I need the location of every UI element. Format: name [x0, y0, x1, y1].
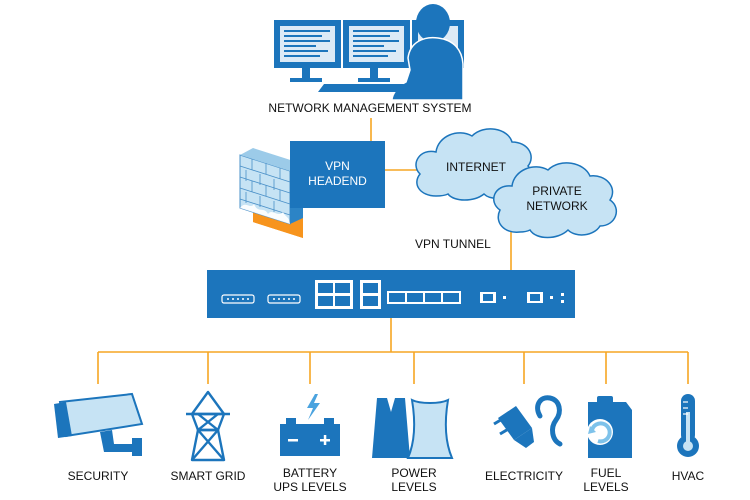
- vpn-headend-label: VPN HEADEND: [290, 159, 385, 189]
- endpoint-label-line2: LEVELS: [583, 480, 629, 494]
- endpoint-label-line1: SMART GRID: [170, 469, 246, 483]
- power-plant-icon: [372, 398, 454, 459]
- battery-icon: [280, 394, 340, 456]
- router-icon: [207, 270, 575, 318]
- endpoint-label: HVAC: [663, 469, 713, 483]
- vpn-tunnel-label: VPN TUNNEL: [415, 237, 491, 251]
- endpoint-label-line2: LEVELS: [391, 480, 437, 494]
- camera-icon: [54, 392, 144, 456]
- firewall-icon: [239, 148, 303, 238]
- operator-icon: [318, 4, 464, 101]
- connector-lines: [97, 118, 689, 384]
- plug-icon: [493, 395, 563, 448]
- vpn-headend-line1: VPN: [325, 159, 350, 173]
- private-network-label: PRIVATE NETWORK: [512, 184, 602, 214]
- endpoint-label: SECURITY: [58, 469, 138, 483]
- fuel-can-icon: [587, 396, 632, 458]
- private-network-line1: PRIVATE: [532, 184, 582, 198]
- endpoint-label: POWER LEVELS: [374, 466, 454, 494]
- endpoint-label-line2: UPS LEVELS: [273, 480, 347, 494]
- endpoint-label: FUEL LEVELS: [576, 466, 636, 494]
- vpn-headend-line2: HEADEND: [308, 174, 367, 188]
- cloud-icon: [415, 128, 618, 239]
- endpoint-label-line1: ELECTRICITY: [484, 469, 563, 483]
- endpoint-label-line1: POWER: [391, 466, 437, 480]
- nms-label: NETWORK MANAGEMENT SYSTEM: [268, 101, 472, 115]
- endpoint-label-line1: BATTERY: [282, 466, 338, 480]
- endpoint-label: ELECTRICITY: [479, 469, 569, 483]
- endpoint-label: BATTERY UPS LEVELS: [265, 466, 355, 494]
- endpoint-label: SMART GRID: [163, 469, 253, 483]
- internet-label: INTERNET: [446, 160, 506, 174]
- vpn-headend-box: [290, 141, 385, 208]
- tower-icon: [186, 390, 230, 462]
- endpoint-label-line1: FUEL: [590, 466, 622, 480]
- private-network-line2: NETWORK: [526, 199, 588, 213]
- endpoint-label-line1: SECURITY: [67, 469, 129, 483]
- endpoint-label-line1: HVAC: [671, 469, 705, 483]
- thermometer-icon: [677, 394, 699, 457]
